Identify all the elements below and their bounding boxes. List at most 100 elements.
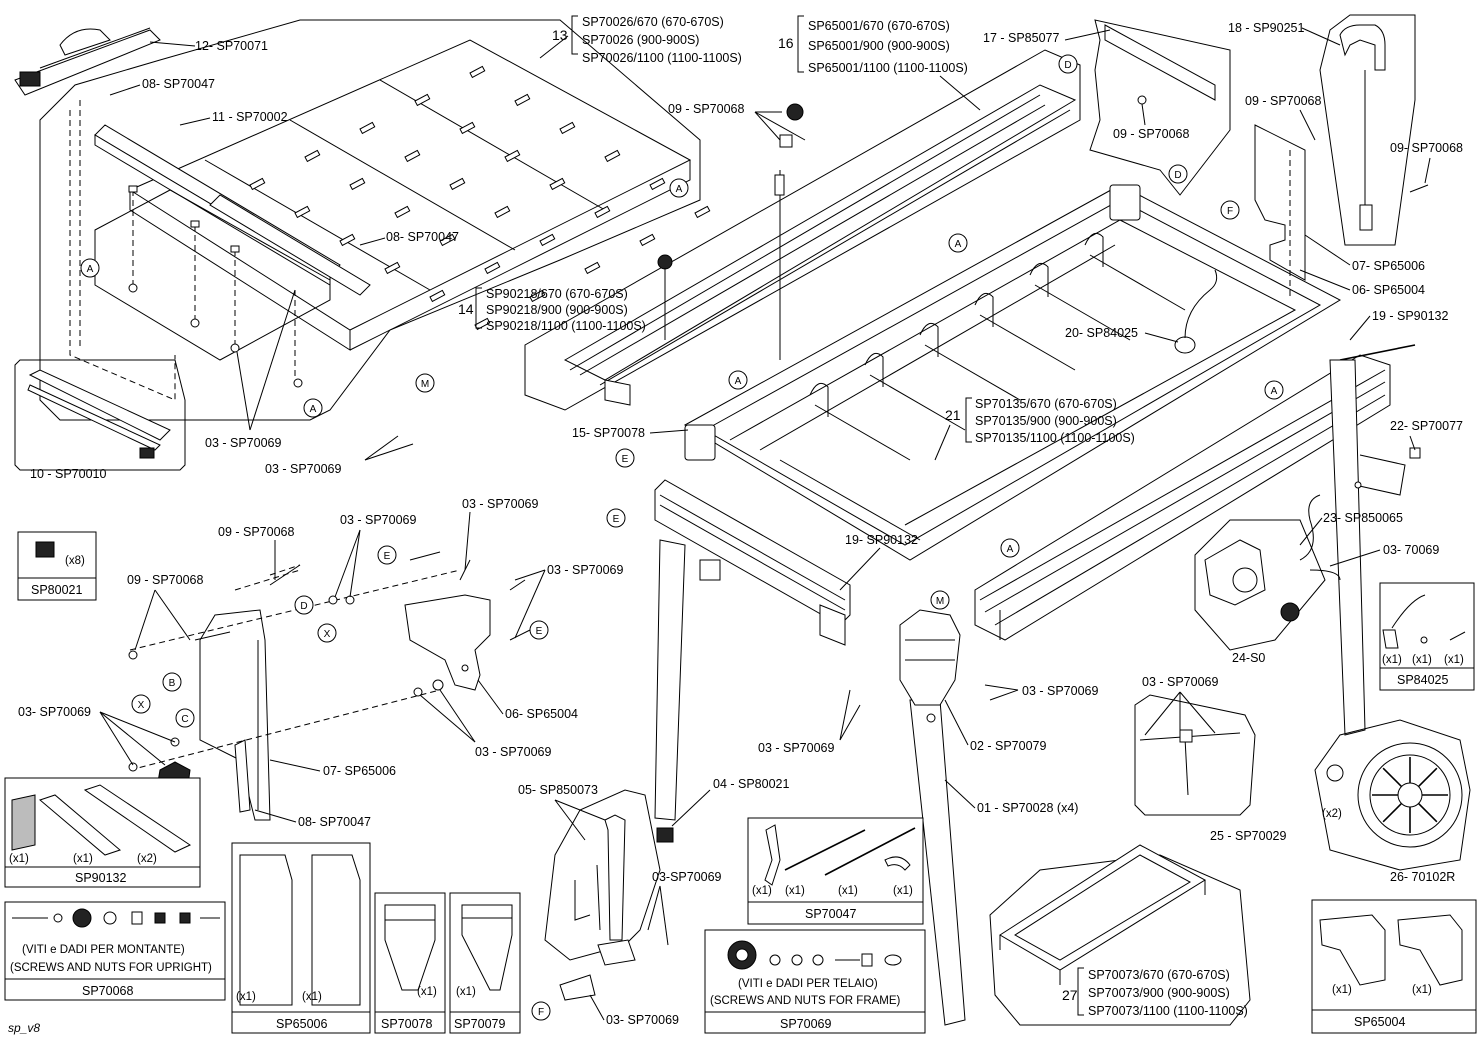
callout-18: 18 - SP90251 — [1228, 21, 1304, 35]
callout-03d: 03 - SP70069 — [340, 513, 416, 527]
callout-20: 20- SP84025 — [1065, 326, 1138, 340]
ref-letter-m: M — [415, 373, 435, 393]
callout-21: 21 — [945, 407, 961, 423]
front-rail-profile — [654, 479, 851, 646]
svg-text:A: A — [87, 264, 94, 275]
callout-03j: 03 - SP70069 — [758, 741, 834, 755]
kit-box-sp84025: (x1) (x1) (x1) SP84025 — [1379, 582, 1475, 691]
svg-text:(x1): (x1) — [893, 885, 913, 897]
ref-letter-d: D — [1168, 164, 1188, 184]
wheel-spoke — [1417, 802, 1438, 823]
svg-text:D: D — [300, 601, 307, 612]
tray-rib-line — [979, 314, 1076, 371]
switch-box-part — [1194, 447, 1421, 651]
legs — [654, 359, 1366, 1026]
plate-slot — [404, 149, 421, 163]
clamp-knob-part — [774, 103, 804, 360]
plate-slot — [439, 233, 456, 247]
svg-text:SP84025: SP84025 — [1397, 673, 1448, 687]
svg-text:A: A — [310, 404, 317, 415]
callout-14-line3: SP90218/1100 (1100-1100S) — [486, 319, 646, 333]
tray-rib-line — [924, 344, 1021, 401]
svg-text:(VITI e DADI PER MONTANTE): (VITI e DADI PER MONTANTE) — [22, 944, 185, 956]
kit-box-sp70068: (VITI e DADI PER MONTANTE) (SCREWS AND N… — [4, 901, 226, 1001]
miter-protractor-part — [14, 27, 161, 96]
callout-06b: 06- SP65004 — [505, 707, 578, 721]
svg-text:SP65006: SP65006 — [276, 1017, 327, 1031]
callout-03a: 03 - SP70069 — [205, 436, 281, 450]
kit-box-sp70079: (x1) SP70079 — [449, 892, 521, 1034]
tray-rib — [809, 382, 829, 417]
svg-text:E: E — [384, 551, 391, 562]
svg-text:(x1): (x1) — [417, 986, 437, 998]
svg-text:X: X — [324, 629, 331, 640]
wheel-spoke — [1382, 802, 1403, 823]
rail-detail-part — [14, 359, 186, 471]
tray-rib — [1084, 232, 1104, 267]
screws-and-nuts — [128, 185, 303, 388]
svg-text:SP90132: SP90132 — [75, 871, 126, 885]
callout-14: 14 — [458, 301, 474, 317]
svg-text:(x1): (x1) — [1412, 654, 1432, 666]
svg-text:D: D — [1174, 170, 1181, 181]
callout-27-line3: SP70073/1100 (1100-1100S) — [1088, 1004, 1248, 1018]
ref-letter-a: A — [948, 233, 968, 253]
svg-text:(x2): (x2) — [137, 853, 157, 865]
callout-09b: 09 - SP70068 — [1113, 127, 1189, 141]
callout-04: 04 - SP80021 — [713, 777, 789, 791]
svg-text:SP70069: SP70069 — [780, 1017, 831, 1031]
callout-03k: 03-SP70069 — [652, 870, 722, 884]
plate-slot — [539, 233, 556, 247]
ref-letter-e: E — [606, 508, 626, 528]
callout-03m: 03 - SP70069 — [1142, 675, 1218, 689]
plate-slot — [529, 289, 546, 303]
plate-slot — [429, 289, 446, 303]
callout-05: 05- SP850073 — [518, 783, 598, 797]
svg-text:SP70068: SP70068 — [82, 984, 133, 998]
ref-letter-e: E — [377, 545, 397, 565]
plate-slot — [394, 205, 411, 219]
callout-13-line2: SP70026 (900-900S) — [582, 33, 699, 47]
plate-slot — [649, 177, 666, 191]
kit-box-sp70047: (x1) (x1) (x1) (x1) SP70047 — [747, 817, 924, 925]
wheel-qty: (x2) — [1322, 808, 1342, 820]
svg-text:A: A — [955, 239, 962, 250]
svg-text:(x1): (x1) — [1412, 984, 1432, 996]
callout-21-line1: SP70135/670 (670-670S) — [975, 397, 1117, 411]
footer-version: sp_v8 — [8, 1021, 40, 1035]
svg-text:A: A — [676, 184, 683, 195]
svg-text:A: A — [1271, 386, 1278, 397]
plate-slot — [494, 205, 511, 219]
right-rail-profile — [974, 344, 1416, 641]
tray-rib — [1029, 262, 1049, 297]
callout-08c: 08- SP70047 — [298, 815, 371, 829]
plate-slot — [349, 177, 366, 191]
plate-slot — [584, 261, 601, 275]
ref-letter-a: A — [728, 370, 748, 390]
svg-text:A: A — [735, 376, 742, 387]
plate-slot — [639, 233, 656, 247]
plate-slot — [604, 149, 621, 163]
callout-03l: 03- SP70069 — [606, 1013, 679, 1027]
callout-22: 22- SP70077 — [1390, 419, 1463, 433]
callout-16-line1: SP65001/670 (670-670S) — [808, 19, 950, 33]
ref-letter-f: F — [1220, 200, 1240, 220]
callout-27: 27 — [1062, 987, 1078, 1003]
kit-box-sp65004: (x1) (x1) SP65004 — [1311, 899, 1477, 1034]
plate-slot — [304, 149, 321, 163]
callout-26: 26- 70102R — [1390, 870, 1455, 884]
callout-21-line3: SP70135/1100 (1100-1100S) — [975, 431, 1135, 445]
svg-text:M: M — [936, 596, 944, 607]
plate-slot — [469, 65, 486, 79]
svg-text:E: E — [622, 454, 629, 465]
svg-text:SP70047: SP70047 — [805, 907, 856, 921]
svg-text:X: X — [138, 700, 145, 711]
svg-text:(VITI e DADI PER TELAIO): (VITI e DADI PER TELAIO) — [738, 978, 878, 990]
wheel-spoke — [1382, 767, 1403, 788]
ref-letter-x: X — [317, 623, 337, 643]
ref-letter-a: A — [80, 258, 100, 278]
ref-letter-e: E — [615, 448, 635, 468]
callout-13-line1: SP70026/670 (670-670S) — [582, 15, 724, 29]
table-plate-group — [14, 19, 711, 421]
svg-text:(x1): (x1) — [9, 853, 29, 865]
